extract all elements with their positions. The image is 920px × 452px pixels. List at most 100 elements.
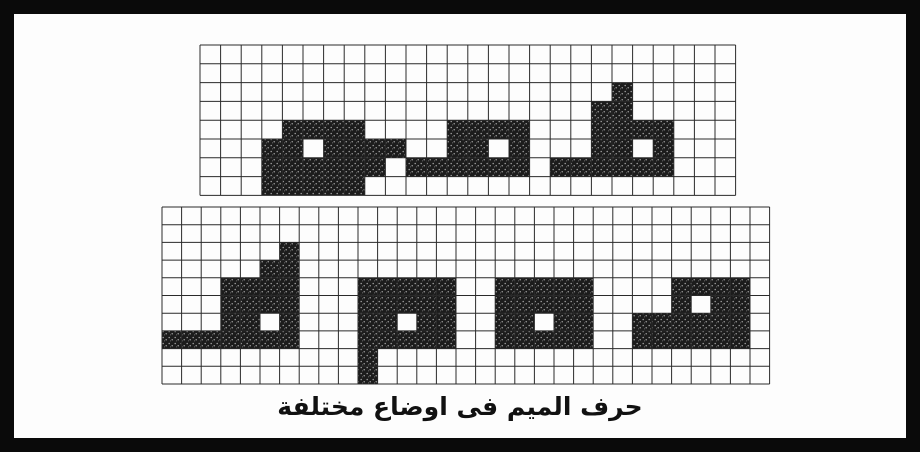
filled-cell <box>591 101 612 120</box>
filled-cell <box>417 278 437 296</box>
filled-cell <box>495 313 515 331</box>
filled-cell <box>417 296 437 314</box>
filled-cell <box>303 158 324 177</box>
filled-cell <box>468 139 489 158</box>
filled-cell <box>397 296 417 314</box>
filled-cell <box>280 296 300 314</box>
filled-cell <box>378 296 398 314</box>
filled-cell <box>365 158 386 177</box>
filled-cell <box>324 177 345 196</box>
filled-cell <box>303 177 324 196</box>
filled-cell <box>691 313 711 331</box>
filled-cell <box>182 331 202 349</box>
filled-cell <box>358 349 378 367</box>
filled-cell <box>344 139 365 158</box>
filled-cell <box>711 331 731 349</box>
filled-cell <box>365 139 386 158</box>
filled-cell <box>612 83 633 102</box>
filled-cell <box>282 120 303 139</box>
filled-cell <box>260 296 280 314</box>
filled-cell <box>303 120 324 139</box>
filled-cell <box>515 313 535 331</box>
filled-cell <box>509 139 530 158</box>
filled-cell <box>574 331 594 349</box>
filled-cell <box>672 296 692 314</box>
filled-cell <box>260 260 280 278</box>
filled-cell <box>240 331 260 349</box>
filled-cell <box>550 158 571 177</box>
filled-cell <box>221 331 241 349</box>
filled-cell <box>436 313 456 331</box>
filled-cell <box>612 158 633 177</box>
filled-cell <box>515 296 535 314</box>
filled-cell <box>417 331 437 349</box>
filled-cell <box>447 120 468 139</box>
filled-cell <box>653 158 674 177</box>
filled-cell <box>554 296 574 314</box>
filled-cell <box>495 296 515 314</box>
filled-cell <box>554 278 574 296</box>
filled-cell <box>691 331 711 349</box>
filled-cell <box>711 278 731 296</box>
filled-cell <box>282 139 303 158</box>
filled-cell <box>574 313 594 331</box>
filled-cell <box>344 120 365 139</box>
filled-cell <box>221 278 241 296</box>
filled-cell <box>262 139 283 158</box>
filled-cell <box>221 313 241 331</box>
filled-cell <box>591 139 612 158</box>
filled-cell <box>653 139 674 158</box>
filled-cell <box>447 139 468 158</box>
filled-cell <box>378 331 398 349</box>
filled-cell <box>385 139 406 158</box>
filled-cell <box>417 313 437 331</box>
filled-cell <box>534 331 554 349</box>
filled-cell <box>574 296 594 314</box>
filled-cell <box>574 278 594 296</box>
filled-cell <box>672 278 692 296</box>
filled-cell <box>509 120 530 139</box>
filled-cell <box>427 158 448 177</box>
filled-cell <box>436 296 456 314</box>
filled-cell <box>652 331 672 349</box>
filled-cell <box>378 278 398 296</box>
filled-cell <box>633 158 654 177</box>
filled-cell <box>612 139 633 158</box>
filled-cell <box>509 158 530 177</box>
filled-cell <box>221 296 241 314</box>
filled-cell <box>280 242 300 260</box>
filled-cell <box>358 296 378 314</box>
filled-cell <box>672 331 692 349</box>
filled-cell <box>515 278 535 296</box>
filled-cell <box>240 296 260 314</box>
top-grid <box>200 45 736 195</box>
filled-cell <box>262 177 283 196</box>
filled-cell <box>240 278 260 296</box>
filled-cell <box>358 366 378 384</box>
filled-cell <box>495 278 515 296</box>
filled-cell <box>652 313 672 331</box>
filled-cell <box>633 120 654 139</box>
filled-cell <box>571 158 592 177</box>
filled-cell <box>344 158 365 177</box>
filled-cell <box>324 158 345 177</box>
filled-cell <box>672 313 692 331</box>
filled-cell <box>358 331 378 349</box>
filled-cell <box>344 177 365 196</box>
filled-cell <box>262 158 283 177</box>
filled-cell <box>730 331 750 349</box>
filled-cell <box>612 101 633 120</box>
filled-cell <box>711 313 731 331</box>
filled-cell <box>436 278 456 296</box>
filled-cell <box>280 313 300 331</box>
filled-cell <box>282 158 303 177</box>
filled-cell <box>488 158 509 177</box>
filled-cell <box>162 331 182 349</box>
filled-cell <box>534 278 554 296</box>
filled-cell <box>397 331 417 349</box>
filled-cell <box>240 313 260 331</box>
filled-cell <box>280 260 300 278</box>
filled-cell <box>397 278 417 296</box>
filled-cell <box>612 120 633 139</box>
